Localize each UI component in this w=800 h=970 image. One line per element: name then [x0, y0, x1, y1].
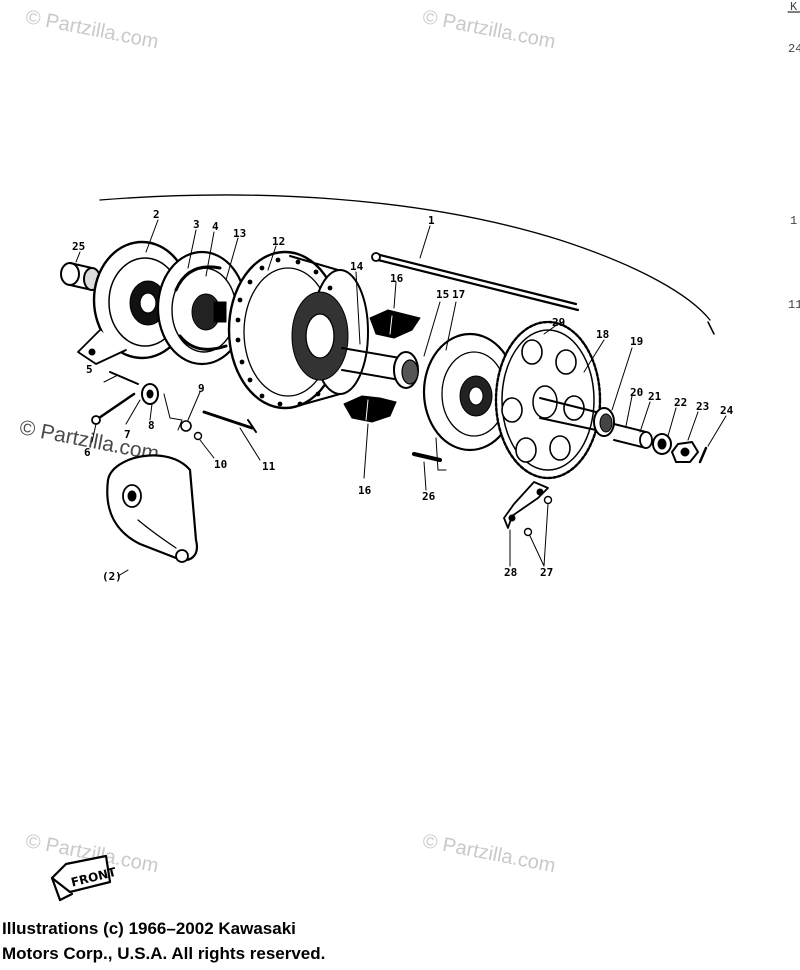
- callout-13: 13: [233, 227, 246, 240]
- part-2-brake-cover: [106, 454, 198, 563]
- callout-27: 27: [540, 566, 553, 579]
- callout-23: 23: [696, 400, 709, 413]
- callout-11: 11: [262, 460, 276, 473]
- callout-10: 10: [214, 458, 227, 471]
- callout-28: 28: [504, 566, 517, 579]
- callout-26: 26: [422, 490, 436, 503]
- copyright-notice: Illustrations (c) 1966–2002 Kawasaki Mot…: [2, 916, 422, 966]
- callout-20: 20: [630, 386, 643, 399]
- part-11-bolt: [202, 410, 257, 433]
- callout-8: 8: [148, 419, 155, 432]
- part-28-lock-plate: [503, 481, 553, 537]
- callout-7: 7: [124, 428, 131, 441]
- callout-3: 3: [193, 218, 200, 231]
- copyright-line-1: Illustrations (c) 1966–2002 Kawasaki: [2, 919, 296, 938]
- callout-2: 2: [153, 208, 160, 221]
- part-5-8-brake-cam: [91, 371, 159, 425]
- part-12-wheel-hub: [227, 250, 369, 410]
- part-22-23-nut: [671, 441, 699, 463]
- callout-24: 24: [720, 404, 734, 417]
- part-19-bearing: [593, 407, 615, 437]
- part-16-damper-upper: [369, 309, 421, 339]
- callout-21: 21: [648, 390, 662, 403]
- part-26-bolt: [412, 452, 442, 462]
- callout-2-cover: (2): [102, 570, 122, 583]
- part-1-axle: [371, 252, 580, 312]
- callout-15: 15: [436, 288, 449, 301]
- callout-25: 25: [72, 240, 85, 253]
- callout-22: 22: [674, 396, 687, 409]
- callout-numbers: 1 2 3 4 5 6 7 8 9 10 11 12 13 14 15 16 1…: [72, 208, 734, 583]
- callout-16-lower: 16: [358, 484, 372, 497]
- part-17-sprocket-carrier: [422, 332, 518, 452]
- part-18-sprocket-shaft: [539, 397, 597, 431]
- callout-12: 12: [272, 235, 285, 248]
- copyright-line-2: Motors Corp., U.S.A. All rights reserved…: [2, 944, 326, 963]
- callout-5: 5: [86, 363, 93, 376]
- callout-9: 9: [198, 382, 205, 395]
- part-24-cotter-pin: [698, 446, 708, 464]
- part-3-4-brake-shoes: [156, 250, 248, 366]
- part-9-10-washers: [180, 420, 203, 441]
- callout-29: 29: [552, 316, 565, 329]
- callout-14: 14: [350, 260, 364, 273]
- front-badge: [50, 854, 112, 902]
- callout-6: 6: [84, 446, 91, 459]
- edge-fragment-k: K: [790, 0, 798, 14]
- edge-fragment-24: 24: [788, 42, 800, 56]
- part-15-bearing: [393, 351, 419, 389]
- callout-17: 17: [452, 288, 465, 301]
- callout-4: 4: [212, 220, 219, 233]
- part-20-21-collars: [613, 423, 672, 455]
- callout-16-upper: 16: [390, 272, 404, 285]
- callout-1: 1: [428, 214, 435, 227]
- edge-fragment-1: 1: [790, 214, 798, 228]
- part-16-damper-lower: [343, 395, 397, 423]
- callout-18: 18: [596, 328, 609, 341]
- callout-19: 19: [630, 335, 643, 348]
- edge-fragment-11: 11: [788, 298, 800, 312]
- frame-outline-curve: [99, 194, 711, 321]
